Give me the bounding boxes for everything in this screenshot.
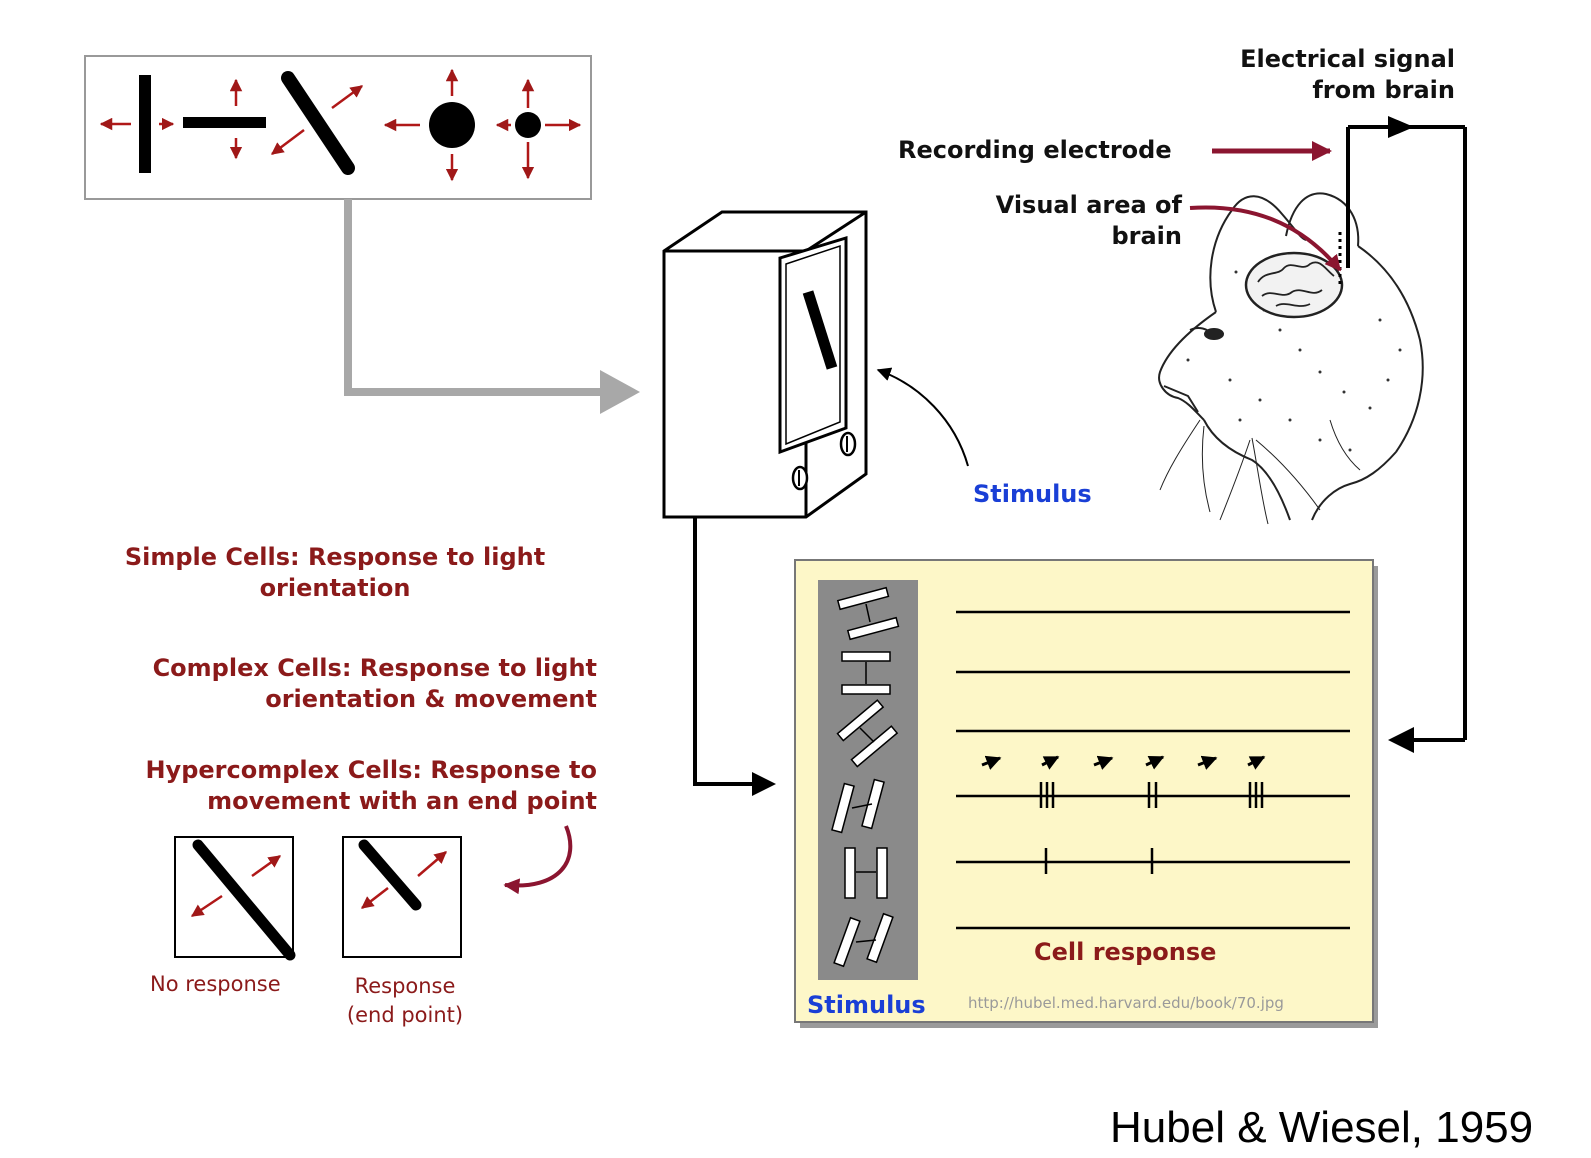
complex-cells-line-1: Complex Cells: Response to light bbox=[152, 654, 597, 682]
citation: Hubel & Wiesel, 1959 bbox=[1110, 1103, 1534, 1152]
connector-monitor-to-panel bbox=[693, 517, 776, 796]
response-end-point-box bbox=[342, 836, 462, 958]
visual-area-label: Visual area of brain bbox=[920, 190, 1182, 252]
electrical-signal-label: Electrical signal from brain bbox=[1160, 44, 1455, 106]
cell-response-label: Cell response bbox=[1034, 938, 1217, 966]
no-response-label: No response bbox=[150, 972, 281, 996]
recording-electrode-label: Recording electrode bbox=[898, 136, 1172, 164]
stimulus-pointer-arrow bbox=[876, 367, 969, 467]
visual-area-line-1: Visual area of bbox=[995, 191, 1182, 219]
vertical-bar-icon bbox=[139, 75, 151, 173]
response-end-point-line-2: (end point) bbox=[346, 1003, 464, 1027]
simple-cells-line-2: orientation bbox=[259, 574, 411, 602]
response-end-point-label: Response (end point) bbox=[330, 972, 480, 1030]
brain-icon bbox=[1244, 251, 1344, 319]
hypercomplex-pointer-arrow bbox=[503, 825, 573, 895]
large-dot-icon bbox=[429, 102, 475, 148]
electrical-signal-line-1: Electrical signal bbox=[1240, 45, 1455, 73]
simple-cells-label: Simple Cells: Response to light orientat… bbox=[95, 542, 575, 604]
small-dot-icon bbox=[515, 112, 541, 138]
complex-cells-label: Complex Cells: Response to light orienta… bbox=[95, 653, 597, 715]
response-end-point-line-1: Response bbox=[354, 974, 456, 998]
stimulus-monitor-label: Stimulus bbox=[973, 480, 1092, 508]
no-response-box bbox=[174, 836, 296, 961]
stimulus-shapes-panel bbox=[84, 55, 592, 200]
simple-cells-line-1: Simple Cells: Response to light bbox=[124, 543, 546, 571]
electrical-signal-line-2: from brain bbox=[1312, 76, 1455, 104]
image-source-url: http://hubel.med.harvard.edu/book/70.jpg bbox=[968, 994, 1284, 1012]
electrode-wiring bbox=[1338, 116, 1467, 753]
hypercomplex-cells-line-1: Hypercomplex Cells: Response to bbox=[145, 756, 597, 784]
complex-cells-line-2: orientation & movement bbox=[265, 685, 597, 713]
diagonal-bar-icon bbox=[281, 71, 355, 175]
visual-area-arrow bbox=[1189, 205, 1342, 272]
hypercomplex-cells-line-2: movement with an end point bbox=[207, 787, 597, 815]
stimulus-strip bbox=[818, 580, 918, 980]
horizontal-bar-icon bbox=[183, 117, 266, 128]
cat-head-icon bbox=[1158, 192, 1424, 525]
stimulus-panel-label: Stimulus bbox=[807, 991, 926, 1019]
flow-arrow-gray bbox=[344, 199, 640, 414]
crt-monitor-icon bbox=[662, 210, 868, 519]
visual-area-line-2: brain bbox=[1111, 222, 1182, 250]
spike-train-panel bbox=[794, 559, 1378, 1028]
hypercomplex-cells-label: Hypercomplex Cells: Response to movement… bbox=[95, 755, 597, 817]
screen-bar-icon bbox=[802, 290, 838, 370]
